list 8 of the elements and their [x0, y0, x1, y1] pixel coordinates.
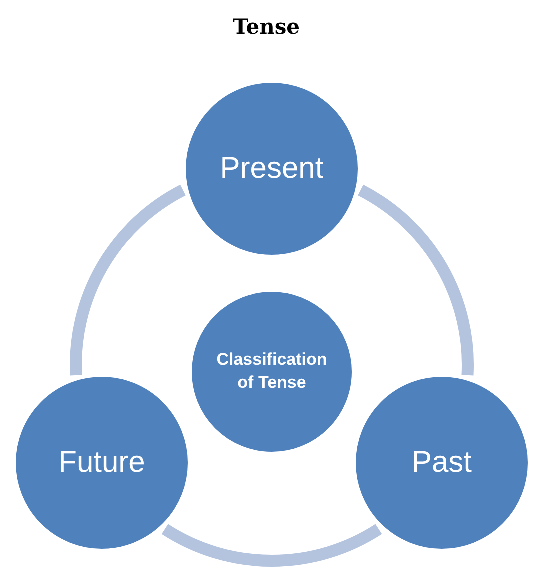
title: Tense — [232, 14, 302, 39]
cycle-arc — [162, 524, 382, 567]
node-label: Present — [220, 150, 324, 187]
node-label: Past — [412, 444, 472, 481]
cycle-arc — [70, 185, 186, 376]
node-label: Future — [58, 444, 146, 481]
node-label: Classification of Tense — [216, 349, 328, 394]
cycle-arc — [358, 185, 474, 376]
